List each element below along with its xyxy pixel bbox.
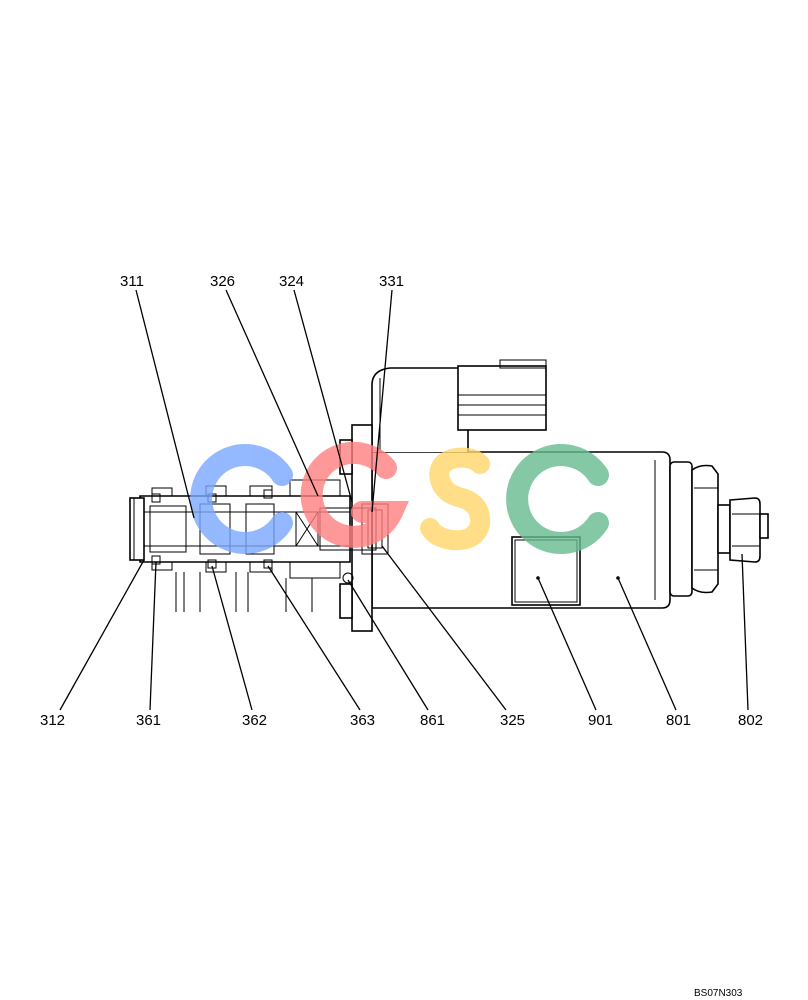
drawing-code: BS07N303: [694, 988, 743, 999]
label-361: 361: [136, 712, 161, 729]
label-326: 326: [210, 273, 235, 290]
label-325: 325: [500, 712, 525, 729]
part-labels: 311 326 324 331 312 361 362 363 861 325 …: [40, 273, 763, 729]
label-802: 802: [738, 712, 763, 729]
watermark-letter-s: [420, 447, 491, 551]
label-801: 801: [666, 712, 691, 729]
label-312: 312: [40, 712, 65, 729]
watermark: [190, 441, 609, 554]
nut-assembly: [669, 461, 769, 597]
label-324: 324: [279, 273, 304, 290]
label-861: 861: [420, 712, 445, 729]
label-901: 901: [588, 712, 613, 729]
watermark-letter-c1: [190, 444, 293, 554]
label-331: 331: [379, 273, 404, 290]
watermark-letter-c2: [506, 444, 609, 554]
label-311: 311: [120, 273, 144, 290]
watermark-letter-g: [300, 441, 410, 548]
label-362: 362: [242, 712, 267, 729]
leader-lines: [59, 289, 749, 711]
label-363: 363: [350, 712, 375, 729]
